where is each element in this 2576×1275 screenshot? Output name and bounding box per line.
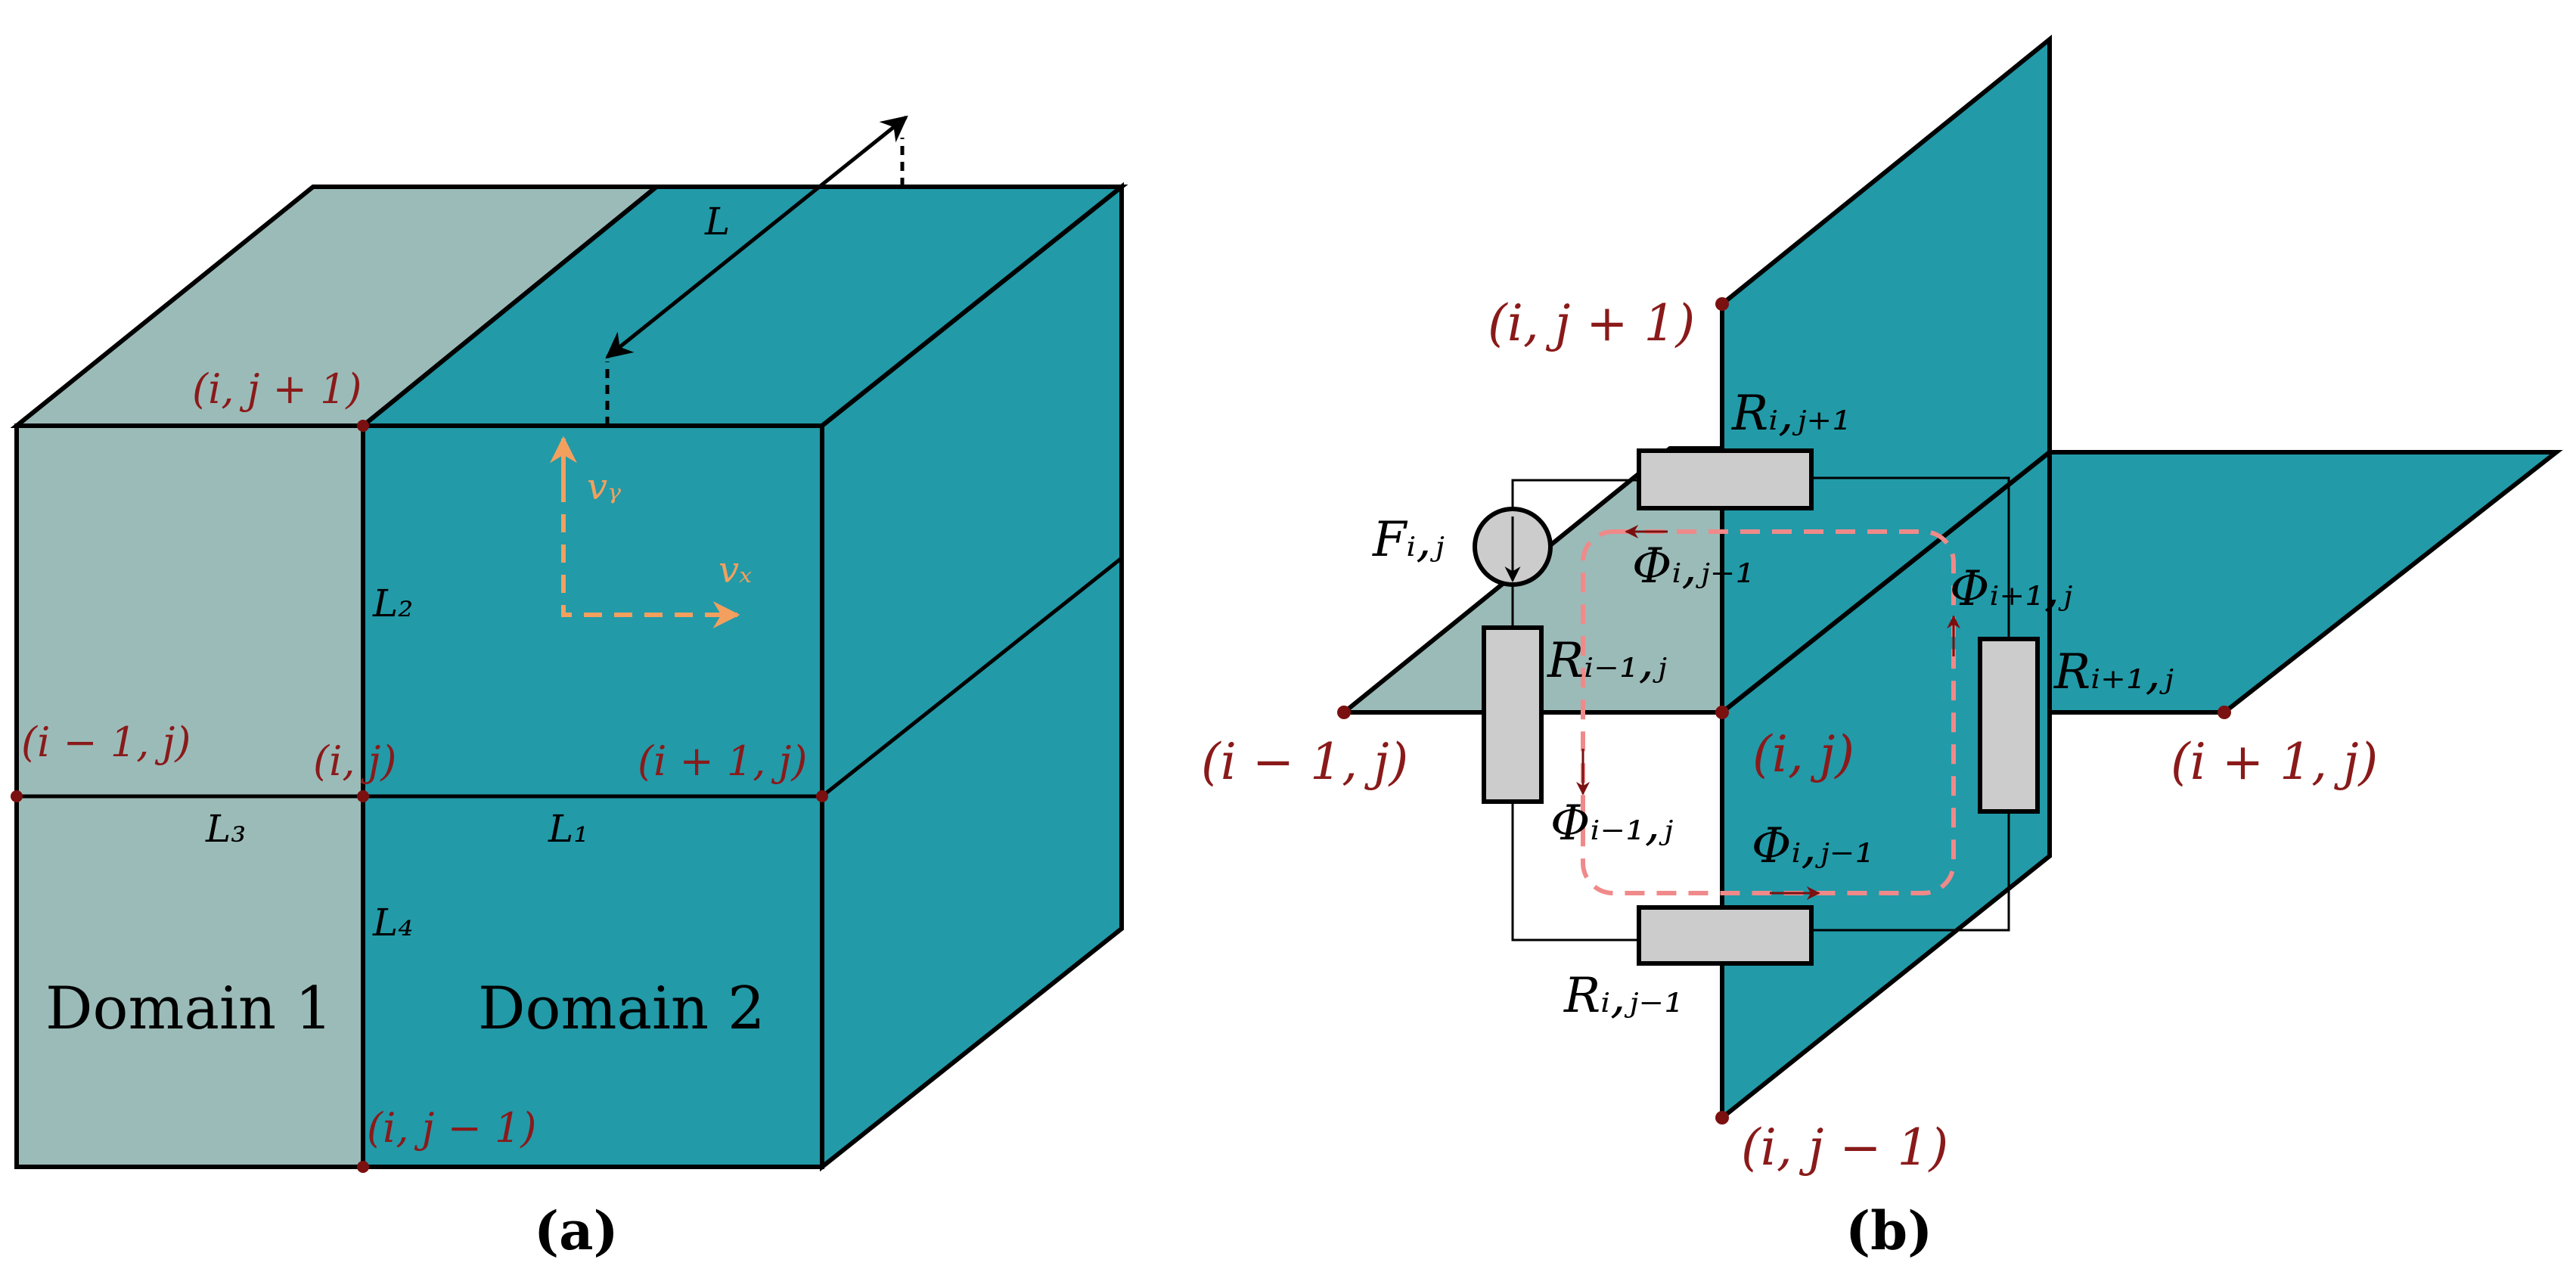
- l3-label: L₃: [205, 807, 246, 851]
- dimension-l-label: L: [704, 200, 730, 244]
- l1-label: L₁: [548, 807, 588, 851]
- node-b-left: [1337, 706, 1351, 719]
- side-midline: [821, 557, 1123, 798]
- velocity-axes: [561, 454, 734, 617]
- resistor-right: [1978, 637, 2040, 814]
- flux-left-label: Φᵢ₋₁,ⱼ: [1550, 796, 1673, 852]
- node-a-right: [816, 790, 828, 802]
- vy-label: vᵧ: [587, 466, 621, 508]
- node-a-bottom-label: (i, j − 1): [367, 1104, 536, 1152]
- wire-source-top: [1511, 479, 1639, 508]
- flux-right-label: Φᵢ₊₁,ⱼ: [1950, 561, 2072, 617]
- node-a-left-label: (i − 1, j): [21, 718, 191, 766]
- resistor-left-label: Rᵢ₋₁,ⱼ: [1547, 633, 1667, 689]
- panel-b: (i, j + 1) (i − 1, j) (i, j) (i + 1, j) …: [1201, 34, 2563, 1262]
- domain2-label: Domain 2: [478, 975, 765, 1043]
- resistor-right-label: Rᵢ₊₁,ⱼ: [2053, 644, 2174, 700]
- l2-label: L₂: [372, 582, 413, 625]
- flux-top-label: Φᵢ,ⱼ₊₁: [1632, 538, 1755, 594]
- resistor-left: [1482, 625, 1544, 804]
- resistor-top: [1637, 448, 1814, 510]
- node-b-bottom-label: (i, j − 1): [1741, 1118, 1948, 1177]
- caption-b: (b): [1845, 1199, 1932, 1262]
- dimension-l-arrow: [605, 115, 908, 359]
- node-b-left-label: (i − 1, j): [1201, 733, 1408, 791]
- node-b-center: [1715, 706, 1729, 719]
- caption-a: (a): [534, 1199, 619, 1262]
- node-a-top: [357, 420, 369, 432]
- node-b-center-label: (i, j): [1752, 725, 1854, 783]
- resistor-bottom: [1637, 905, 1814, 966]
- l4-label: L₄: [372, 901, 413, 945]
- node-a-center: [357, 790, 369, 802]
- vx-label: vₓ: [718, 549, 752, 591]
- node-b-right-label: (i + 1, j): [2171, 733, 2378, 791]
- node-b-top: [1715, 297, 1729, 311]
- node-b-top-label: (i, j + 1): [1488, 294, 1695, 352]
- panel-a: L vᵧ vₓ L₂ L₃ L₁ L₄ Domain 1 Domain 2 (i…: [10, 115, 1128, 1262]
- node-b-bottom: [1715, 1111, 1729, 1125]
- node-a-bottom: [357, 1161, 369, 1173]
- node-a-right-label: (i + 1, j): [638, 737, 807, 785]
- resistor-top-label: Rᵢ,ⱼ₊₁: [1731, 386, 1851, 442]
- node-b-right: [2218, 706, 2231, 719]
- domain1-label: Domain 1: [45, 975, 333, 1043]
- node-a-left: [11, 790, 23, 802]
- flux-loop: [1581, 529, 1956, 895]
- resistor-bottom-label: Rᵢ,ⱼ₋₁: [1563, 968, 1684, 1024]
- node-a-top-label: (i, j + 1): [192, 365, 362, 413]
- wire-bottom-left: [1511, 802, 1639, 942]
- source-label: Fᵢ,ⱼ: [1372, 512, 1445, 568]
- node-a-center-label: (i, j): [313, 737, 396, 785]
- flux-bottom-label: Φᵢ,ⱼ₋₁: [1752, 818, 1874, 874]
- wire-bottom-right: [1811, 811, 2010, 932]
